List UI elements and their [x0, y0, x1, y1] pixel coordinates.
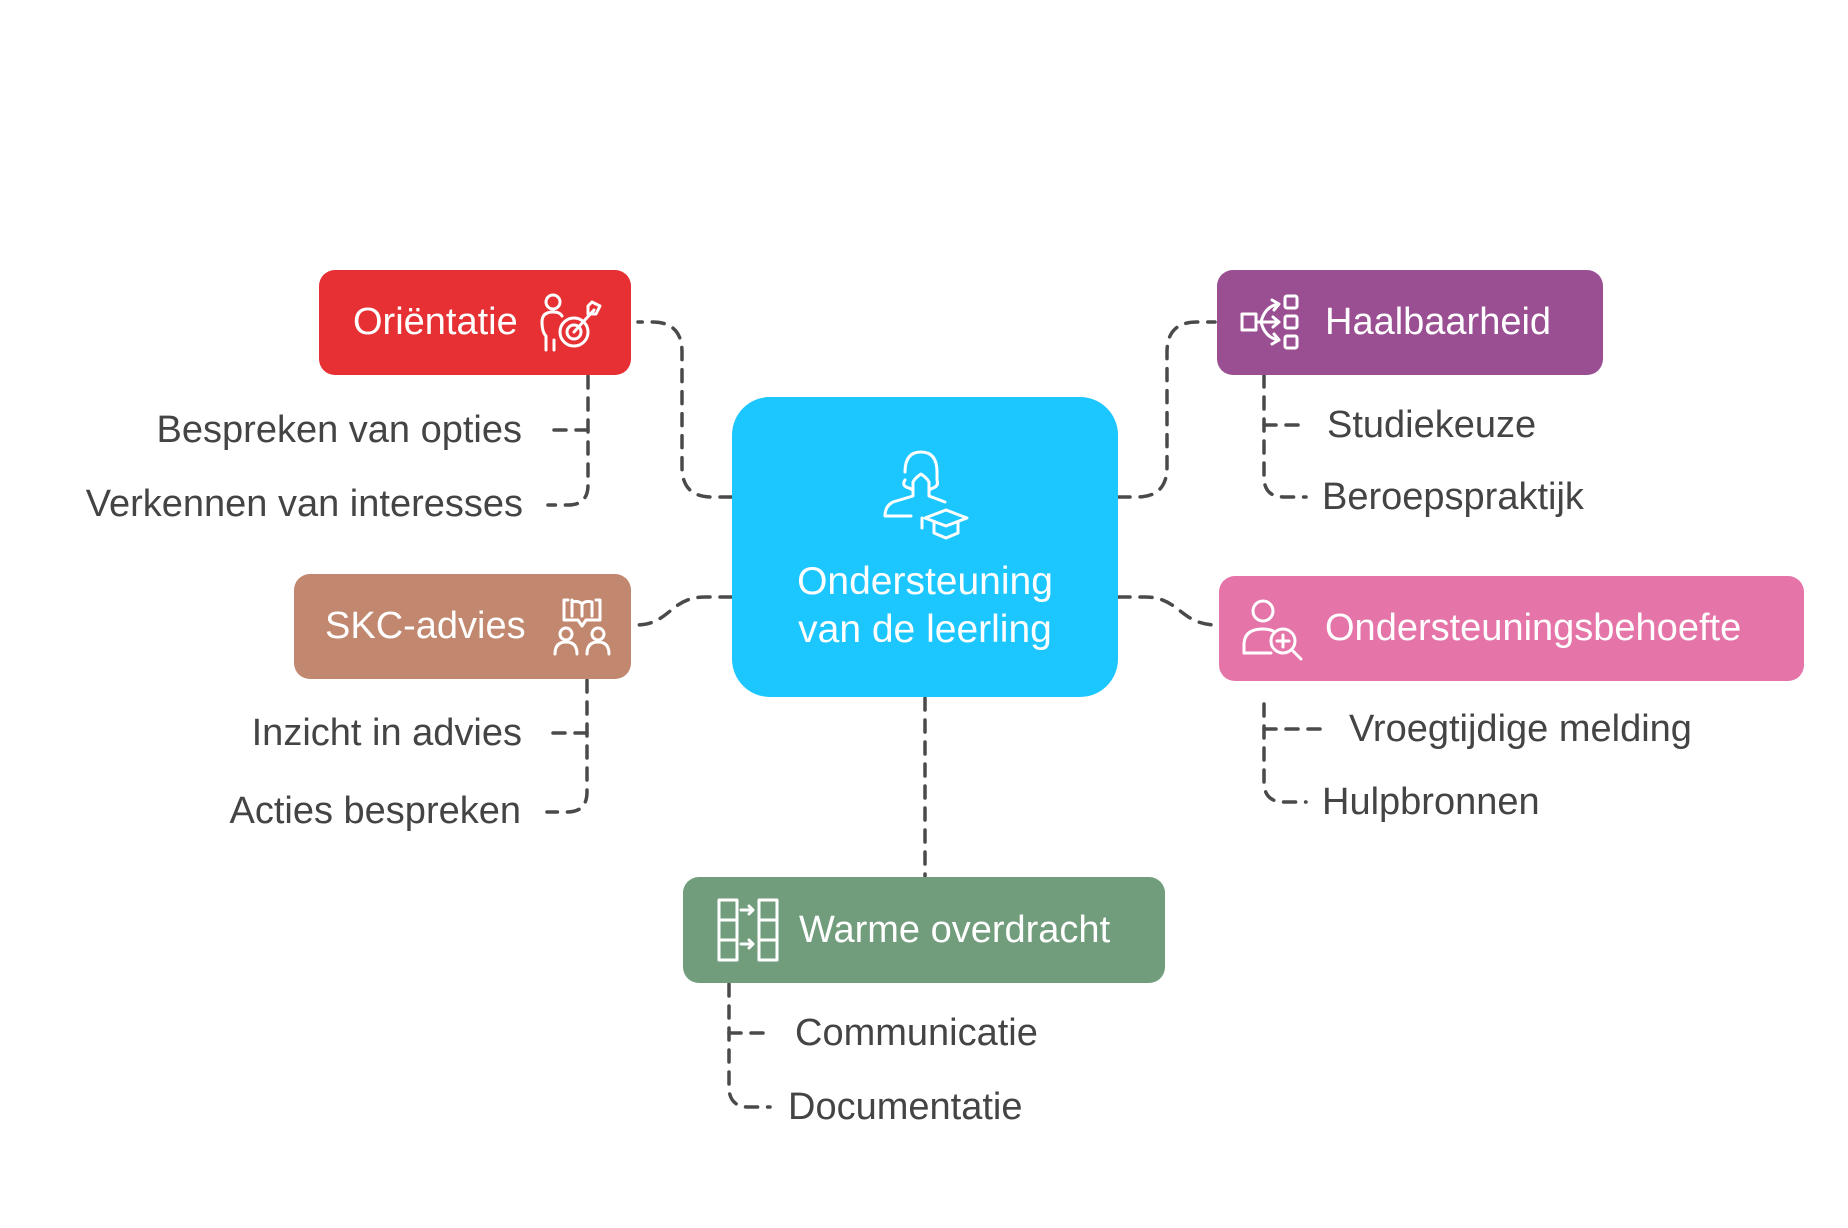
connector-skc-items — [545, 678, 589, 814]
connector-warme-items — [727, 982, 772, 1109]
leaf-vroegtijdige-melding: Vroegtijdige melding — [1349, 708, 1692, 750]
leaf-acties-bespreken: Acties bespreken — [229, 790, 522, 832]
connector-center-orientatie — [636, 320, 734, 499]
branch-ondersteuningsbehoefte[interactable]: Ondersteuningsbehoefte — [1219, 576, 1804, 681]
leaf-documentatie: Documentatie — [788, 1086, 1023, 1128]
person-target-icon — [540, 293, 602, 351]
student-graduation-cap-icon — [883, 450, 969, 540]
branch-orientatie[interactable]: Oriëntatie — [319, 270, 631, 375]
branch-warme-overdracht-label: Warme overdracht — [799, 908, 1111, 951]
connector-center-skc — [634, 595, 734, 627]
branch-orientatie-label: Oriëntatie — [353, 301, 518, 343]
leaf-studiekeuze: Studiekeuze — [1327, 404, 1537, 446]
branching-options-icon — [1240, 294, 1299, 349]
leaf-bespreken-van-opties: Bespreken van opties — [156, 409, 522, 451]
branch-skc-advies[interactable]: SKC-advies — [294, 574, 631, 679]
leaf-beroepspraktijk: Beroepspraktijk — [1322, 476, 1584, 518]
connector-center-haalbaarheid — [1116, 320, 1217, 499]
connector-orientatie-items — [546, 374, 590, 507]
central-title-line1: Ondersteuning — [797, 560, 1053, 603]
branch-skc-label: SKC-advies — [325, 605, 526, 647]
leaf-communicatie: Communicatie — [795, 1012, 1038, 1054]
leaf-verkennen-van-interesses: Verkennen van interesses — [85, 483, 523, 525]
connector-center-ondersteuning — [1116, 595, 1219, 627]
leaf-inzicht-in-advies: Inzicht in advies — [251, 712, 522, 754]
person-search-plus-icon — [1242, 599, 1303, 660]
central-title-line2: van de leerling — [798, 608, 1052, 651]
people-discussion-book-icon — [553, 598, 611, 655]
transfer-columns-icon — [717, 898, 779, 962]
branch-ondersteuningsbehoefte-label: Ondersteuningsbehoefte — [1325, 607, 1742, 649]
branch-haalbaarheid[interactable]: Haalbaarheid — [1217, 270, 1603, 375]
connector-haalbaarheid-items — [1262, 373, 1308, 499]
branch-warme-overdracht[interactable]: Warme overdracht — [683, 877, 1165, 983]
central-node[interactable]: Ondersteuning van de leerling — [732, 397, 1118, 697]
branch-haalbaarheid-label: Haalbaarheid — [1325, 301, 1552, 343]
leaf-hulpbronnen: Hulpbronnen — [1322, 781, 1540, 823]
connector-ondersteuning-items — [1262, 702, 1308, 804]
